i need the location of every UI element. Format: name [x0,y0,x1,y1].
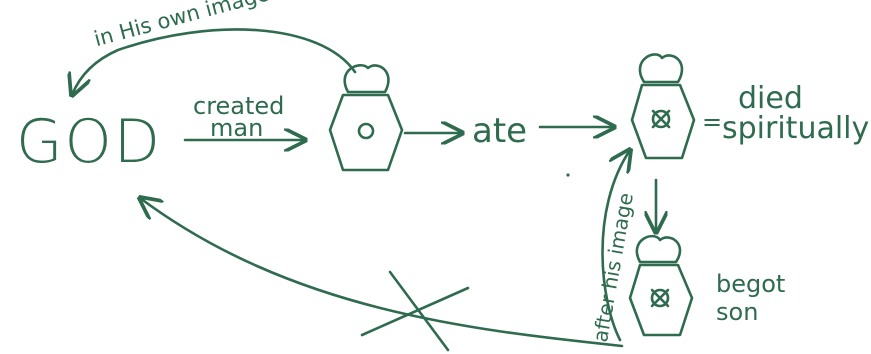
created-man-figure [330,65,402,170]
ink-dot [566,173,569,176]
circle-icon [359,124,373,138]
man-label: man [210,116,263,140]
god-label: GOD [16,112,162,172]
fallen-man-figure [632,54,694,158]
spiritually-label: spiritually [722,114,869,144]
cross-out-mark [362,272,468,350]
begotten-son-figure [630,236,692,335]
ate-label: ate [472,114,527,148]
died-label: died [738,84,803,114]
return-to-god-arrow [140,198,622,346]
begot-label: begot [716,272,785,296]
equals-label: = [702,110,722,134]
son-label: son [716,300,758,324]
